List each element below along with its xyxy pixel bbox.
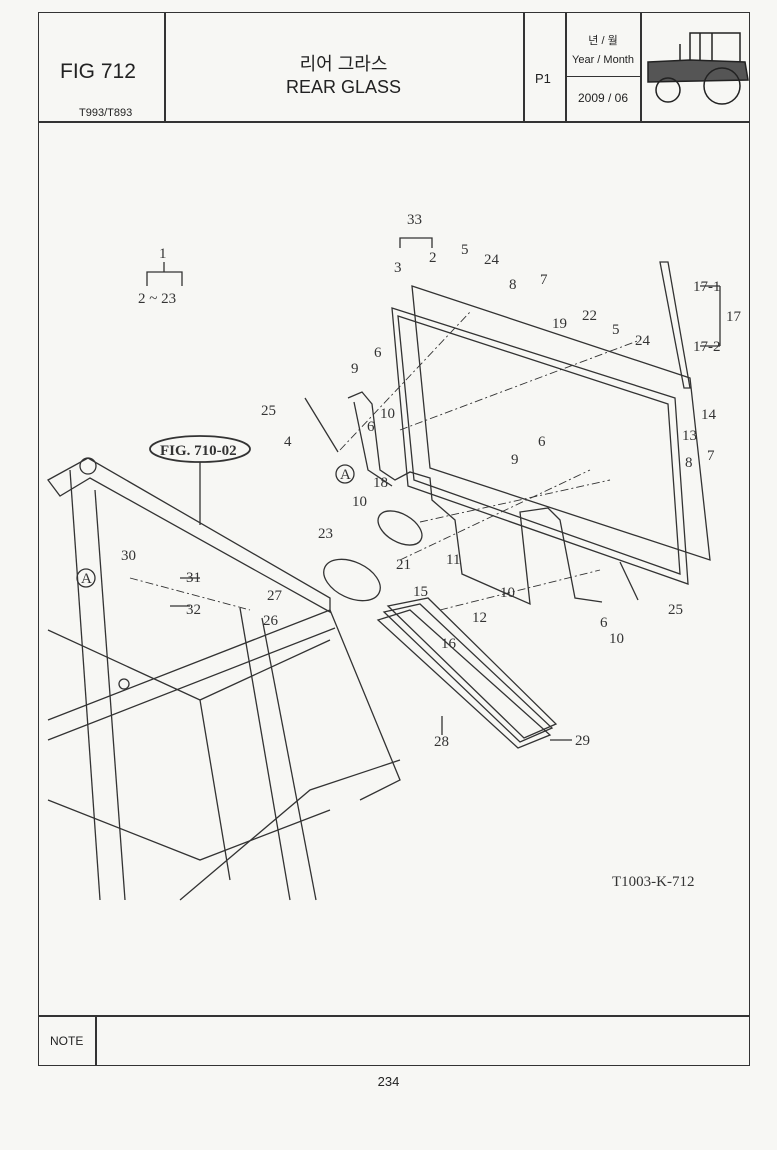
group-label: 1 (159, 246, 167, 262)
callout-24b: 24 (635, 333, 651, 349)
callout-5b: 5 (612, 322, 620, 338)
callout-16: 16 (441, 636, 457, 652)
title-korean: 리어 그라스 (299, 54, 388, 74)
callout-4: 4 (284, 434, 292, 450)
callout-15: 15 (413, 584, 428, 600)
callout-25b: 25 (668, 602, 683, 618)
note-col-divider (95, 1015, 97, 1066)
callout-24: 24 (484, 252, 500, 268)
callout-5: 5 (461, 242, 469, 258)
fig-number: FIG 712 (60, 60, 136, 83)
callout-10c: 10 (500, 585, 515, 601)
header-col-divider (565, 12, 567, 122)
page-indicator: P1 (535, 71, 551, 86)
group-range: 2 ~ 23 (138, 291, 176, 307)
callout-6: 6 (374, 345, 382, 361)
callout-28: 28 (434, 734, 449, 750)
note-divider (38, 1015, 750, 1017)
date-value: 2009 / 06 (577, 91, 629, 105)
callout-9b: 9 (511, 452, 519, 468)
callout-7b: 7 (707, 448, 715, 464)
callout-10b: 10 (352, 494, 367, 510)
callout-21: 21 (396, 557, 411, 573)
callout-17: 17 (726, 309, 742, 325)
header-divider (38, 121, 750, 123)
marker-a-lower: A (81, 571, 92, 587)
callout-8b: 8 (685, 455, 693, 471)
callout-6b: 6 (367, 419, 375, 435)
callout-13: 13 (682, 428, 697, 444)
callout-32: 32 (186, 602, 201, 618)
callout-29: 29 (575, 733, 590, 749)
header-col-divider (640, 12, 642, 122)
callout-23: 23 (318, 526, 333, 542)
callout-31: 31 (186, 570, 201, 586)
callout-25: 25 (261, 403, 276, 419)
callout-10: 10 (380, 406, 395, 422)
callout-3: 3 (394, 260, 402, 276)
callout-30: 30 (121, 548, 136, 564)
callout-2: 2 (429, 250, 437, 266)
callout-27: 27 (267, 588, 283, 604)
callout-11: 11 (446, 552, 460, 568)
date-label-english: Year / Month (572, 54, 634, 66)
page-frame (38, 12, 750, 1066)
callout-12: 12 (472, 610, 487, 626)
title-english: REAR GLASS (285, 77, 402, 97)
callout-14: 14 (701, 407, 717, 423)
callout-33: 33 (407, 212, 422, 228)
callout-17-1: 17-1 (693, 279, 721, 295)
model-code: T993/T893 (79, 107, 133, 119)
callout-18: 18 (373, 475, 388, 491)
header-col-divider (164, 12, 166, 122)
page-number: 234 (377, 1074, 400, 1089)
marker-a-upper: A (340, 467, 351, 483)
callout-9: 9 (351, 361, 359, 377)
drawing-code: T1003-K-712 (612, 874, 695, 890)
callout-22: 22 (582, 308, 597, 324)
callout-7: 7 (540, 272, 548, 288)
date-divider (565, 76, 641, 77)
callout-8: 8 (509, 277, 517, 293)
callout-6d: 6 (600, 615, 608, 631)
ref-figure: FIG. 710-02 (160, 443, 237, 459)
callout-17-2: 17-2 (693, 339, 721, 355)
date-label-korean: 년 / 월 (588, 35, 618, 47)
callout-10d: 10 (609, 631, 624, 647)
callout-6c: 6 (538, 434, 546, 450)
callout-19: 19 (552, 316, 567, 332)
header-col-divider (523, 12, 525, 122)
callout-26: 26 (263, 613, 279, 629)
note-label: NOTE (50, 1034, 84, 1048)
